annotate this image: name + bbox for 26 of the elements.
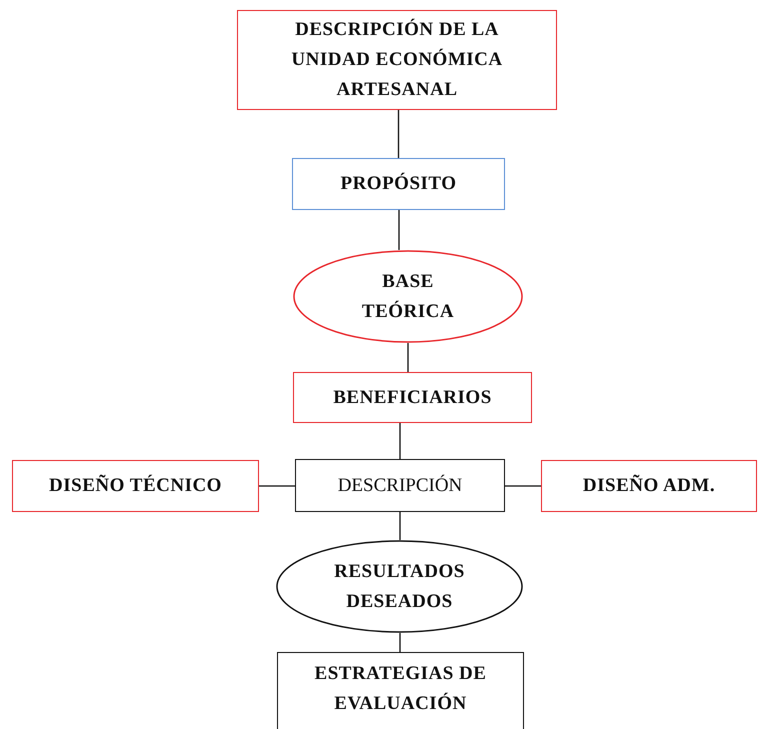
process-box (541, 460, 757, 512)
connector-line (407, 343, 409, 372)
ellipse-node (276, 540, 523, 633)
connector-line (399, 512, 401, 540)
process-box (295, 459, 505, 512)
node-label: DISEÑO ADM. (582, 474, 716, 498)
node-label: ESTRATEGIAS DE EVALUACIÓN (314, 662, 488, 716)
connector-line (399, 633, 401, 652)
node-label: DISEÑO TÉCNICO (48, 474, 223, 498)
connector-line (505, 485, 541, 487)
node-label: PROPÓSITO (339, 172, 458, 196)
connector-line (399, 423, 401, 459)
process-box (237, 10, 557, 110)
process-box (293, 372, 532, 423)
connector-line (259, 485, 295, 487)
ellipse-node (293, 250, 523, 343)
node-label: BASE TEÓRICA (360, 270, 456, 324)
process-box (277, 652, 524, 729)
connector-line (398, 210, 400, 250)
node-label: DESCRIPCIÓN (336, 474, 464, 498)
process-box (12, 460, 259, 512)
node-label: DESCRIPCIÓN DE LA UNIDAD ECONÓMICA ARTESANAL (290, 18, 504, 102)
node-label: BENEFICIARIOS (332, 386, 493, 410)
process-box (292, 158, 505, 210)
connector-line (398, 110, 400, 158)
node-label: RESULTADOS DESEADOS (333, 560, 466, 614)
